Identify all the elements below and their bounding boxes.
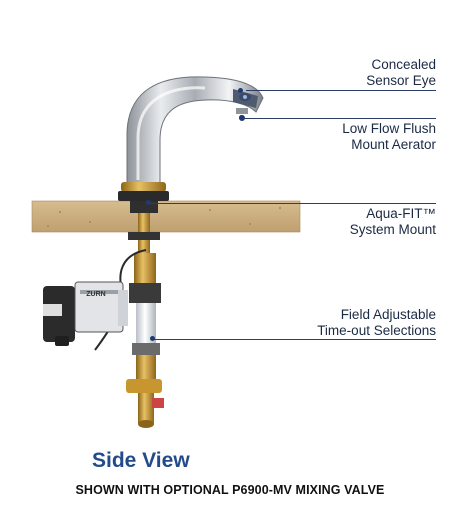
leader-sensor-eye — [246, 90, 436, 91]
callout-system-mount: Aqua-FIT™ System Mount — [350, 206, 436, 238]
faucet-spout — [126, 76, 264, 187]
callout-dot-aerator — [239, 115, 244, 120]
caption: SHOWN WITH OPTIONAL P6900-MV MIXING VALV… — [75, 483, 385, 497]
callout-line: Concealed — [371, 57, 436, 72]
callout-dot-mount — [146, 200, 151, 205]
callout-dot-sensor — [238, 88, 243, 93]
callout-line: Sensor Eye — [366, 73, 436, 88]
callout-dot-timeout — [150, 336, 155, 341]
leader-aerator — [242, 118, 436, 119]
leader-system-mount — [150, 203, 436, 204]
faucet-base — [118, 182, 169, 201]
sensor-eye — [239, 93, 251, 101]
callout-line: Field Adjustable — [340, 307, 436, 322]
system-mount — [128, 201, 160, 253]
callout-aerator: Low Flow Flush Mount Aerator — [342, 121, 436, 153]
callout-line: Time-out Selections — [317, 323, 436, 338]
callout-line: Mount Aerator — [351, 137, 436, 152]
brand-badge: ZURN — [86, 291, 105, 298]
callout-time-out: Field Adjustable Time-out Selections — [317, 307, 436, 339]
callout-line: System Mount — [349, 222, 436, 237]
view-title: Side View — [92, 449, 190, 472]
control-module — [42, 281, 128, 346]
callout-sensor-eye: Concealed Sensor Eye — [366, 57, 436, 89]
leader-time-out — [152, 339, 436, 340]
callout-line: Aqua-FIT™ — [366, 206, 436, 221]
callout-line: Low Flow Flush — [342, 121, 436, 136]
mixing-valve — [126, 253, 164, 428]
countertop — [31, 200, 301, 233]
